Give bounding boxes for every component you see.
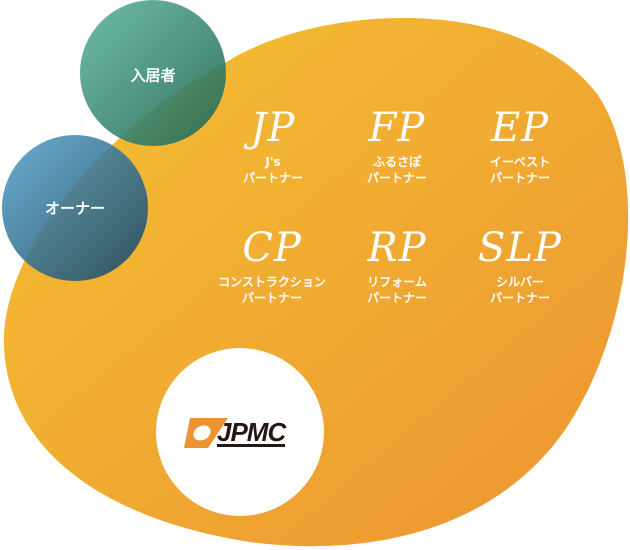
partner-abbr: CP — [242, 225, 302, 271]
resident-circle — [80, 0, 226, 146]
partner-abbr: FP — [368, 105, 426, 151]
partner-name-line2: パートナー — [489, 171, 550, 185]
partner-abbr: EP — [490, 105, 550, 151]
jpmc-logo-text: JPMC — [217, 417, 286, 447]
partner-name-line2: パートナー — [366, 291, 428, 305]
owner-circle — [2, 135, 148, 281]
partner-name-line1: ふるさぽ — [372, 155, 422, 169]
partner-name-line1: リフォーム — [367, 275, 427, 289]
jpmc-logo: JPMC — [213, 417, 286, 447]
partner-name-line2: パートナー — [241, 291, 303, 305]
partner-name-line1: J's — [265, 155, 281, 169]
partner-name-line2: パートナー — [489, 291, 551, 305]
partner-rp: RP リフォーム パートナー — [367, 226, 427, 306]
partner-name-line2: パートナー — [366, 171, 428, 185]
partner-name-line1: イーベスト — [489, 155, 551, 169]
partner-name-line1: コンストラクション — [218, 275, 326, 289]
partner-slp: SLP シルバー パートナー — [478, 226, 562, 306]
partner-abbr: JP — [250, 105, 296, 151]
partner-abbr: SLP — [478, 225, 562, 271]
partner-fp: FP ふるさぽ パートナー — [367, 106, 427, 186]
jpmc-logo-mark — [184, 418, 228, 448]
resident-label: 入居者 — [130, 66, 176, 85]
jpmc-circle — [156, 348, 324, 516]
partner-ep: EP イーベスト パートナー — [490, 106, 550, 186]
partner-name-line2: パートナー — [242, 171, 304, 185]
partner-jp: JP J's パートナー — [243, 106, 303, 186]
partner-cp: CP コンストラクション パートナー — [218, 226, 326, 306]
owner-label: オーナー — [44, 199, 106, 218]
partner-abbr: RP — [367, 225, 427, 271]
partner-name-line1: シルバー — [495, 275, 545, 289]
